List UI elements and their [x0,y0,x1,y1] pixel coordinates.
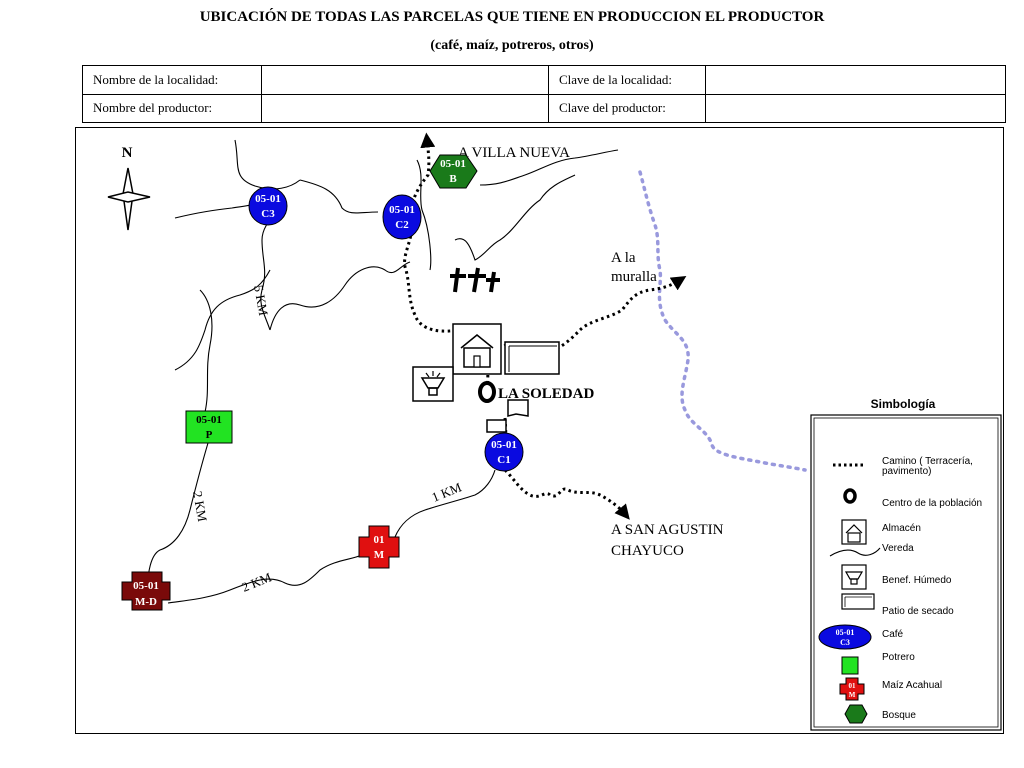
legend-bosque-icon [844,704,868,724]
svg-text:C1: C1 [497,454,510,466]
cemetery-icon [450,267,500,293]
legend-label-center: Centro de la población [882,498,982,509]
page-subtitle: (café, maíz, potreros, otros) [430,38,594,53]
svg-text:01: 01 [849,682,857,690]
page-title: UBICACIÓN DE TODAS LAS PARCELAS QUE TIEN… [199,9,825,25]
legend-label-cafe: Café [882,629,904,640]
north-arrow-icon [107,167,151,231]
legend-trail-icon [829,547,881,557]
trail [269,261,411,331]
place-muralla-2: muralla [611,269,657,285]
trail [147,442,209,584]
legend-maiz-icon: 01 M [839,677,865,701]
trail [299,179,379,214]
road-north [403,132,469,333]
warehouse-icon [452,323,502,375]
svg-text:P: P [206,429,213,441]
trail [234,139,301,190]
wet-mill-icon [412,366,454,402]
parcel-bosque-b[interactable]: 05-01 B [429,154,478,189]
parcel-cafe-c1[interactable]: 05-01 C1 [484,432,524,472]
svg-text:01: 01 [374,534,385,546]
legend-patio-icon [841,593,875,610]
svg-text:05-01: 05-01 [440,158,466,170]
trail [454,174,576,261]
legend-wet-mill-icon [841,564,867,590]
svg-text:05-01: 05-01 [491,439,517,451]
legend-center-icon [843,488,857,504]
legend-label-patio: Patio de secado [882,606,954,617]
building-icon [486,399,529,433]
distance-1km: 1 KM [430,479,464,505]
trail [174,269,271,371]
svg-text:05-01: 05-01 [196,414,222,426]
parcel-cafe-c3[interactable]: 05-01 C3 [248,186,288,226]
place-villa-nueva: A VILLA NUEVA [458,145,570,161]
place-la-soledad: LA SOLEDAD [498,386,594,402]
locality-name-label: Nombre de la localidad: [82,65,262,95]
place-san-agustin-1: A SAN AGUSTIN [611,522,724,538]
distance-5km: 5 KM [251,284,271,317]
legend-label-wet-mill: Benef. Húmedo [882,575,952,586]
producer-key-field[interactable] [705,93,1006,123]
legend-warehouse-icon [841,519,867,545]
svg-text:05-01: 05-01 [389,204,415,216]
legend-label-road: Camino ( Terracería, [882,456,973,467]
parcel-potrero-p[interactable]: 05-01 P [185,410,233,444]
svg-text:C3: C3 [261,208,275,220]
producer-key-label: Clave del productor: [548,93,706,123]
trail [416,159,432,271]
svg-text:05-01: 05-01 [133,580,159,592]
legend-label-maiz: Maíz Acahual [882,680,942,691]
place-muralla-1: A la [611,250,636,266]
road-south-east [503,468,630,520]
legend-label-warehouse: Almacén [882,523,921,534]
svg-text:M: M [374,549,385,561]
trail [479,149,619,186]
svg-text:M: M [849,691,856,699]
river [638,170,807,472]
locality-key-label: Clave de la localidad: [548,65,706,95]
trail [167,554,363,604]
trail [394,469,496,538]
legend-label-bosque: Bosque [882,710,916,721]
parcel-cafe-c2[interactable]: 05-01 C2 [382,194,422,240]
svg-text:M-D: M-D [135,596,157,608]
distance-2km-vertical: 2 KM [190,490,210,523]
legend-label-road-2: pavimento) [882,466,931,477]
parcel-map [75,127,1004,734]
header-form: Nombre de la localidad: Clave de la loca… [82,65,1006,123]
svg-text:C2: C2 [395,219,409,231]
trail [174,203,256,219]
town-center-icon [478,381,496,403]
legend: Simbología 05-01 C3 01 [810,397,1002,731]
parcel-maiz-md[interactable]: 05-01 M-D [121,571,171,611]
place-san-agustin-2: CHAYUCO [611,543,684,559]
trail [199,289,213,413]
drying-patio-icon [504,341,560,375]
legend-label-trail: Vereda [882,543,914,554]
svg-text:05-01: 05-01 [836,628,855,637]
legend-label-potrero: Potrero [882,652,915,663]
north-label: N [122,145,133,161]
legend-potrero-icon [841,656,859,675]
trails [147,139,619,604]
legend-cafe-icon: 05-01 C3 [818,624,872,650]
distance-2km-bottom: 2 KM [240,569,274,595]
parcel-maiz-m[interactable]: 01 M [358,525,400,569]
svg-text:C3: C3 [840,638,850,647]
legend-title: Simbología [871,397,936,411]
river-line [638,170,807,472]
svg-text:B: B [449,173,457,185]
svg-text:05-01: 05-01 [255,193,281,205]
